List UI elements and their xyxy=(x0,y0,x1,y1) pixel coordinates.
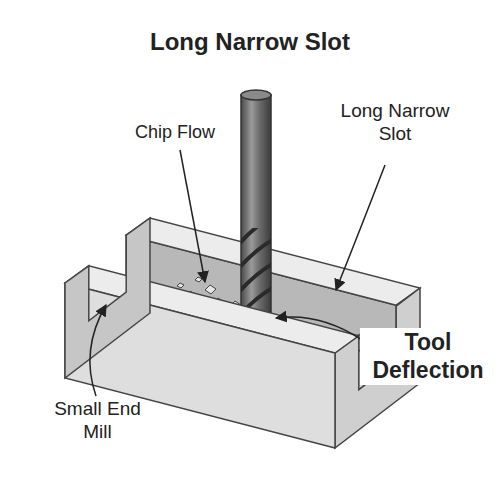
leader-line xyxy=(336,165,385,290)
diagram-title: Long Narrow Slot xyxy=(50,28,450,57)
chip xyxy=(205,285,216,294)
callout-label: Chip Flow xyxy=(115,122,235,144)
left-end-face xyxy=(65,218,150,378)
flute-helix xyxy=(241,239,271,269)
leader-line xyxy=(180,150,205,282)
chip xyxy=(177,283,184,288)
chip xyxy=(195,277,202,282)
callout-label: Small End Mill xyxy=(40,398,155,444)
flute-helix xyxy=(241,263,271,293)
leader-line xyxy=(276,317,362,340)
callout-label: Tool Deflection xyxy=(360,328,496,385)
leader-line xyxy=(90,305,106,396)
callout-label: Long Narrow Slot xyxy=(330,100,460,146)
